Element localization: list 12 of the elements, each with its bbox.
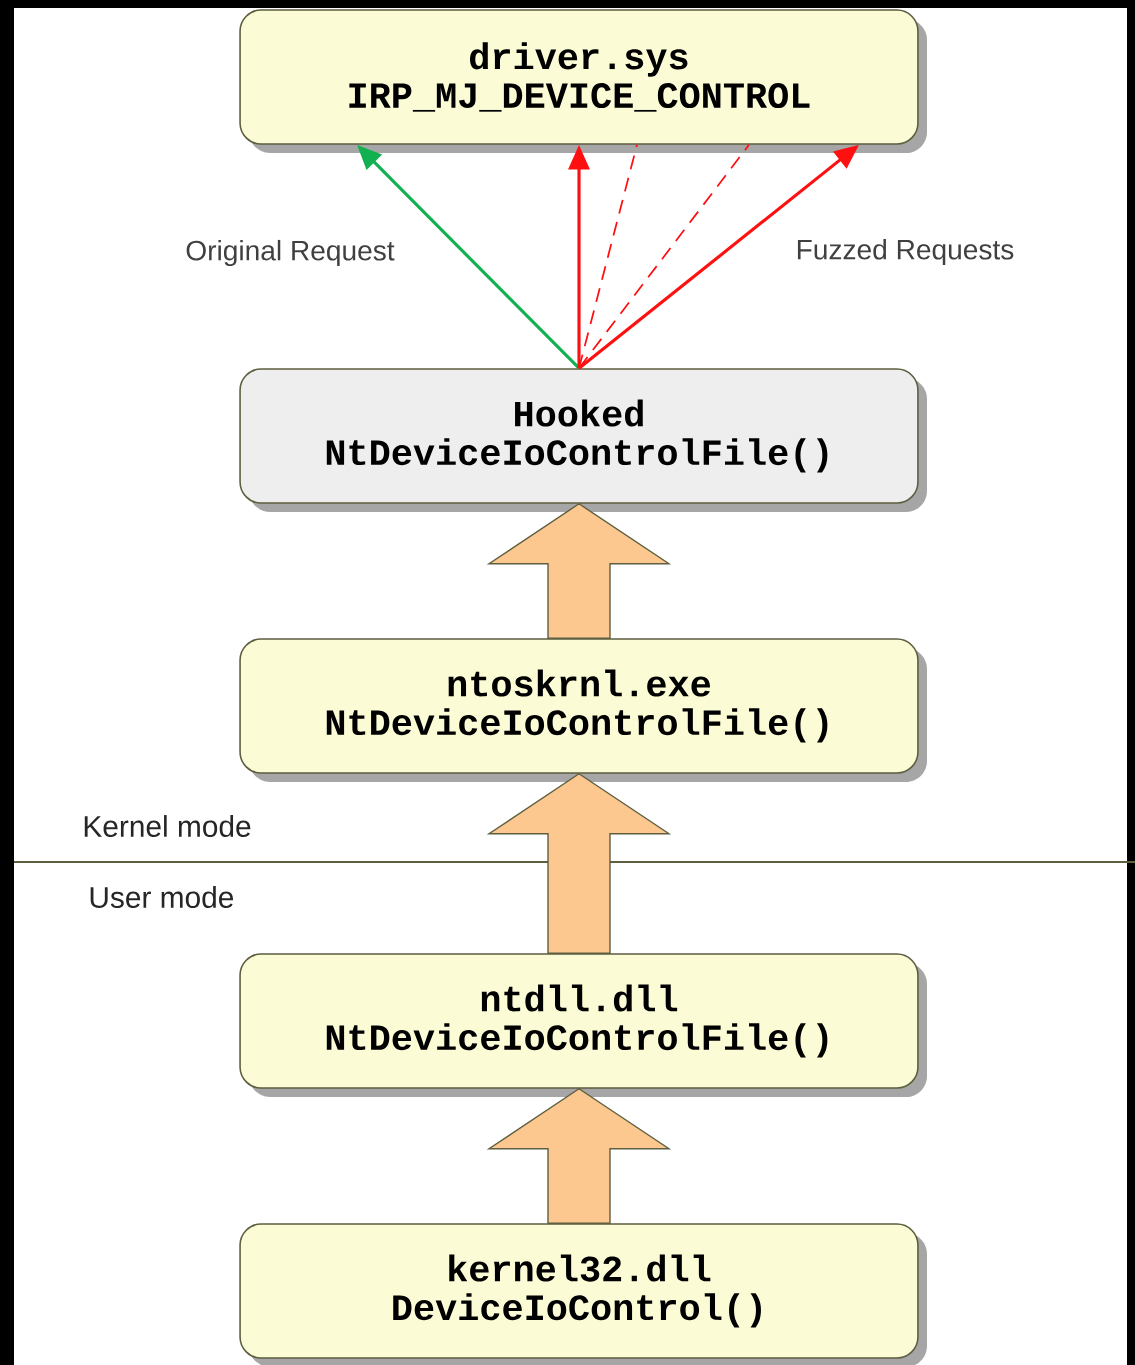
- edge-label: Fuzzed Requests: [797, 238, 1014, 266]
- block-arrow: [486, 1087, 672, 1224]
- process-box: ntdll.dll NtDeviceIoControlFile(): [239, 953, 927, 1097]
- process-box: driver.sys IRP_MJ_DEVICE_CONTROL: [239, 9, 927, 153]
- process-box: Hooked NtDeviceIoControlFile(): [239, 368, 927, 512]
- mode-label: User mode: [90, 886, 234, 908]
- mode-label: Kernel mode: [84, 815, 251, 837]
- edge-label: Original Request: [186, 239, 395, 267]
- block-arrow: [486, 772, 672, 954]
- process-box: ntoskrnl.exe NtDeviceIoControlFile(): [239, 638, 927, 782]
- block-arrow: [486, 502, 672, 639]
- process-box: kernel32.dll DeviceIoControl(): [239, 1223, 927, 1365]
